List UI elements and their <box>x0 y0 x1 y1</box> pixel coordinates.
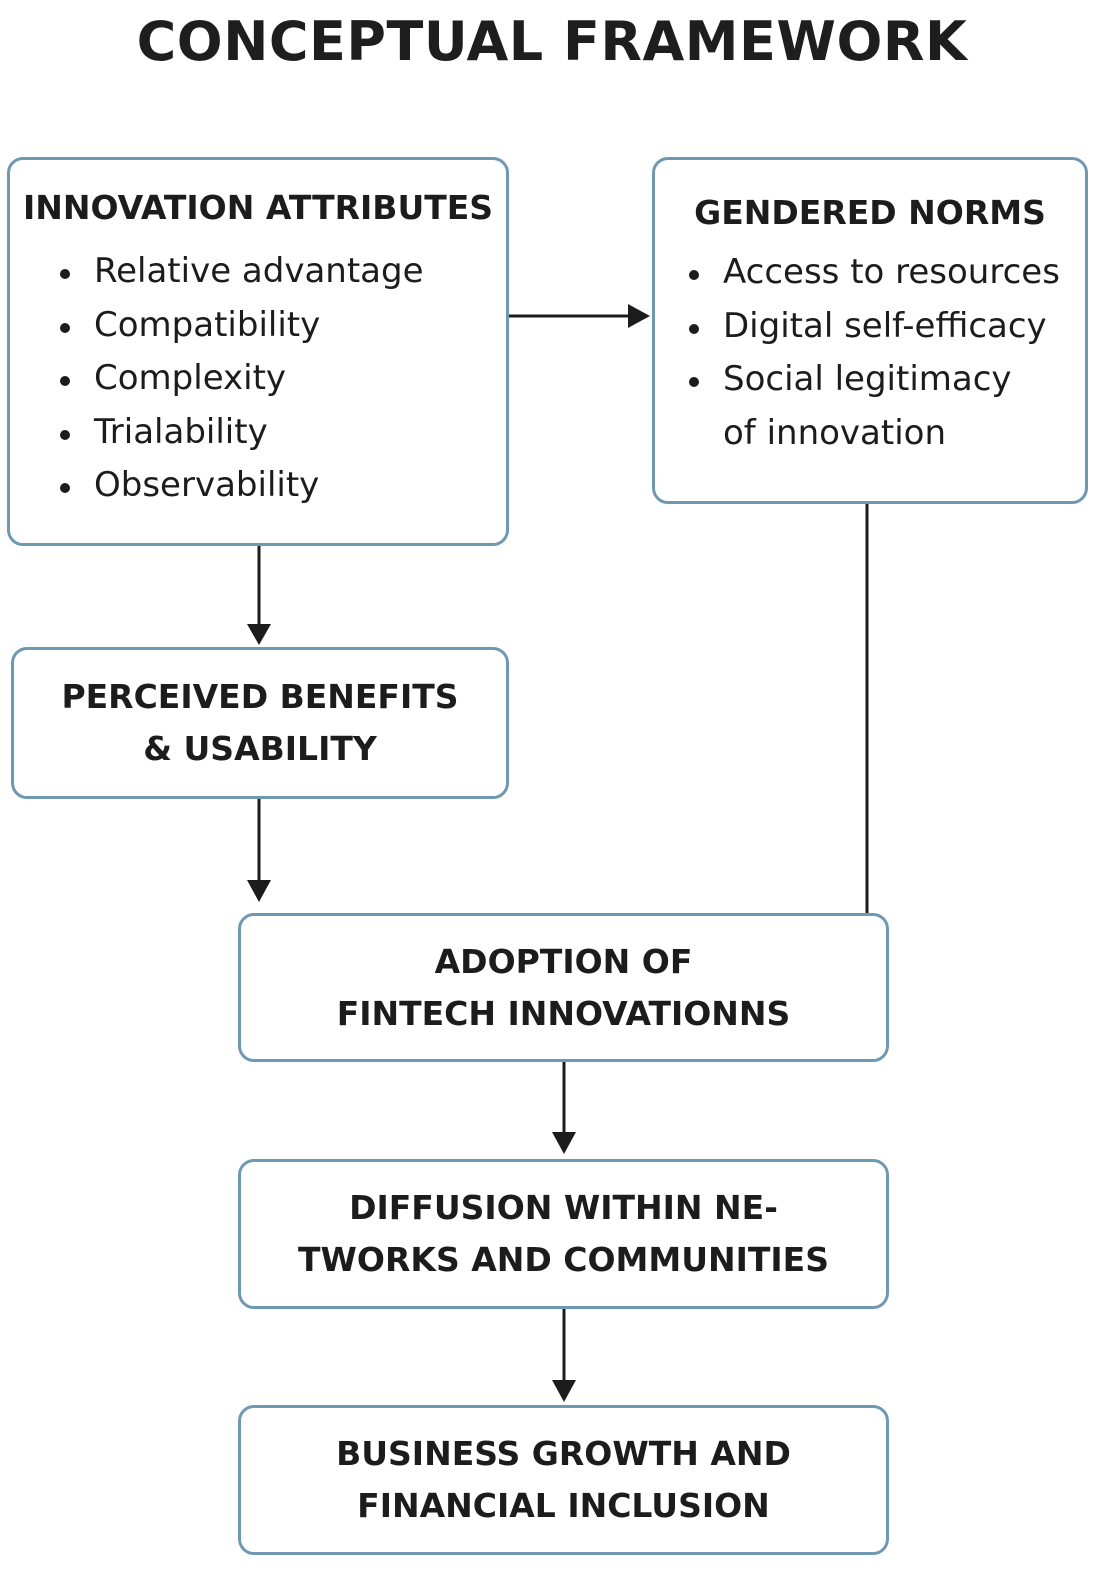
arrowhead-icon <box>628 304 650 328</box>
perceived-benefits-line2: & USABILITY <box>143 729 377 768</box>
adoption-box: ADOPTION OF FINTECH INNOVATIONNS <box>238 913 889 1062</box>
list-item: Complexity <box>56 352 506 406</box>
gendered-norms-list: Access to resources Digital self-efficac… <box>685 246 1085 460</box>
outcome-box: BUSINESS GROWTH AND FINANCIAL INCLUSION <box>238 1405 889 1555</box>
list-item-text: Social legitimacy <box>723 359 1012 399</box>
innovation-attributes-box: INNOVATION ATTRIBUTES Relative advantage… <box>7 157 509 546</box>
outcome-line1: BUSINESS GROWTH AND <box>336 1434 791 1473</box>
perceived-benefits-box: PERCEIVED BENEFITS & USABILITY <box>11 647 509 799</box>
gendered-norms-box: GENDERED NORMS Access to resources Digit… <box>652 157 1088 504</box>
list-item-text: Access to resources <box>723 252 1060 292</box>
innovation-attributes-list: Relative advantage Compatibility Complex… <box>56 245 506 513</box>
gendered-norms-heading: GENDERED NORMS <box>694 193 1046 232</box>
arrowhead-icon <box>552 1380 576 1402</box>
outcome-line2: FINANCIAL INCLUSION <box>357 1486 770 1525</box>
list-item-text: Digital self-efficacy <box>723 305 1047 346</box>
diffusion-box: DIFFUSION WITHIN NE- TWORKS AND COMMUNIT… <box>238 1159 889 1309</box>
list-item: Digital self-efficacy <box>685 300 1085 354</box>
list-item: Access to resources <box>685 246 1085 300</box>
arrowhead-icon <box>247 624 271 645</box>
diagram-title: CONCEPTUAL FRAMEWORK <box>136 10 968 73</box>
list-item: Social legitimacy of innovation <box>685 353 1085 460</box>
list-item: Observability <box>56 459 506 513</box>
list-item: Trialability <box>56 406 506 460</box>
adoption-line2: FINTECH INNOVATIONNS <box>336 993 791 1033</box>
perceived-benefits-line1: PERCEIVED BENEFITS <box>61 677 459 716</box>
innovation-attributes-heading: INNOVATION ATTRIBUTES <box>22 188 494 227</box>
arrowhead-icon <box>247 880 271 902</box>
arrowhead-icon <box>552 1132 576 1154</box>
list-item: Compatibility <box>56 299 506 353</box>
list-item: Relative advantage <box>56 245 506 299</box>
adoption-line1: ADOPTION OF <box>434 941 693 981</box>
diffusion-line1: DIFFUSION WITHIN NE- <box>349 1188 778 1227</box>
diffusion-line2: TWORKS AND COMMUNITIES <box>298 1240 829 1279</box>
list-item-text-continued: of innovation <box>723 412 947 453</box>
